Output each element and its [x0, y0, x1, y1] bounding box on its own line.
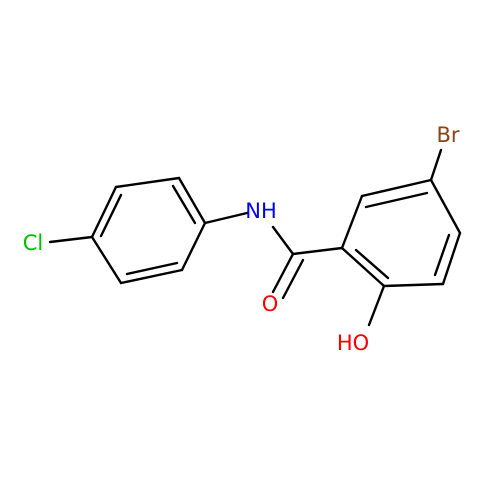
- atom-label-hydroxyl: HO: [337, 331, 369, 355]
- bond-ring-a-3: [340, 246, 386, 288]
- bond-ring-b-2: [114, 176, 181, 189]
- bond-ring-b-3: [90, 185, 118, 239]
- atom-label-nh: NH: [245, 199, 277, 223]
- bond-n-aryl: [203, 211, 249, 225]
- atom-label-cl: Cl: [23, 231, 44, 255]
- bond-ring-b-4: [90, 235, 123, 285]
- bond-ring-a-3-inner: [354, 248, 390, 280]
- bond-ring-b-1-inner: [171, 184, 197, 225]
- bond-ring-a-5-inner: [433, 233, 451, 277]
- bond-carbonyl-n: [271, 225, 295, 256]
- bond-ring-b-5: [119, 268, 184, 285]
- bond-ring-a-1-inner: [364, 191, 429, 209]
- bond-ring-b-5-inner: [125, 261, 179, 276]
- bond-ring-a-2: [340, 194, 364, 250]
- atom-labels: Br NH O HO Cl: [23, 123, 460, 355]
- atom-label-carbonyl-o: O: [262, 292, 279, 316]
- bond-c-o-double-1: [271, 252, 295, 294]
- bond-ring-a-4: [382, 282, 445, 288]
- bond-c-oh: [367, 284, 386, 327]
- bond-ring-b-1: [177, 176, 207, 225]
- bond-ring-b-6: [180, 221, 207, 272]
- bond-c-br: [429, 148, 443, 182]
- bond-ring-a-1: [360, 178, 433, 198]
- atom-label-br: Br: [436, 123, 459, 147]
- bond-ring-a-5: [441, 231, 462, 286]
- bond-c-cl: [48, 235, 94, 244]
- bond-ring-b-3-inner: [99, 193, 123, 238]
- bond-ring-carbonyl: [291, 246, 344, 256]
- bond-ring-a-6: [429, 178, 462, 235]
- bond-c-o-double-2: [281, 258, 305, 300]
- bonds: [48, 148, 462, 327]
